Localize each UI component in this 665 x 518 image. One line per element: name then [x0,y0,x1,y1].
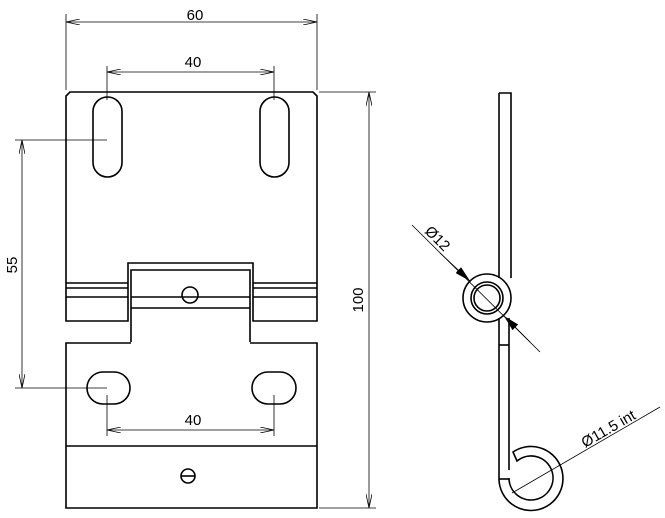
pin-hole [181,286,199,304]
side-view [462,92,564,512]
dim-slot-vertical-spacing: 55 [4,139,107,389]
hinge-knuckle [130,269,251,342]
svg-text:40: 40 [185,412,202,429]
svg-text:Ø11.5 int: Ø11.5 int [579,406,640,451]
dim-overall-height: 100 [319,91,376,509]
dim-bottom-slot-spacing: 40 [106,395,275,436]
dim-overall-width: 60 [65,7,318,90]
top-leaf [65,91,318,322]
top-slot-right [259,96,290,178]
svg-text:100: 100 [350,287,367,312]
svg-text:60: 60 [187,7,204,24]
svg-text:Ø12: Ø12 [421,223,453,255]
svg-text:55: 55 [4,257,21,274]
top-slot-left [92,96,123,178]
dim-top-slot-spacing: 40 [106,54,275,100]
svg-text:40: 40 [185,54,202,71]
dim-hook-diameter: Ø11.5 int [511,406,661,494]
